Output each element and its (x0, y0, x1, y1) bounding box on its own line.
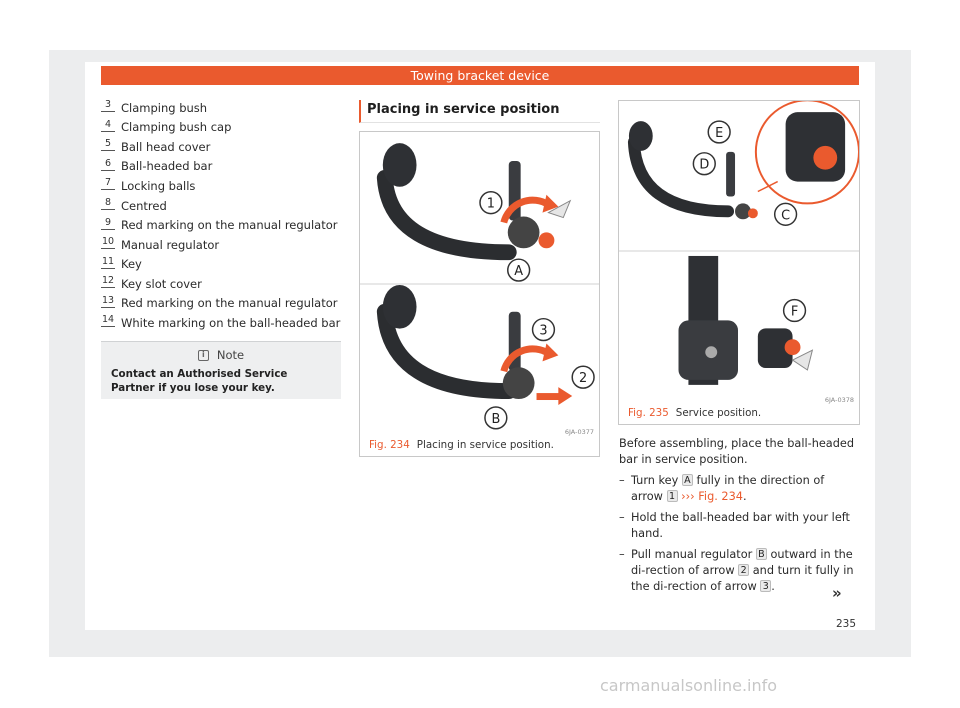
fig234-label-2: 2 (579, 371, 587, 386)
figure-number: Fig. 234 (369, 439, 410, 451)
legend-number: 5 (101, 138, 115, 152)
arrow-label: 1 (666, 489, 678, 502)
fig235-label-D: D (699, 158, 709, 173)
legend-number: 8 (101, 197, 115, 210)
legend-number: 11 (101, 255, 115, 269)
step-text: Pull manual regulator (631, 548, 756, 562)
legend-list: 3 Clamping bush 4 Clamping bush cap 5 Ball … (101, 98, 343, 333)
note-text: Contact an Authorised Service Partner if… (111, 368, 288, 394)
list-item: 9 Red marking on the manual regulator (101, 215, 343, 235)
figure-caption: Fig. 234 Placing in service position. (369, 439, 554, 451)
list-item: 11 Key (101, 254, 343, 274)
step-text: Turn key (631, 474, 682, 488)
step-text: Hold the ball-headed bar with your left … (631, 511, 850, 540)
legend-text: Clamping bush cap (121, 120, 232, 135)
figure-caption: Fig. 235 Service position. (628, 407, 761, 419)
list-item: Pull manual regulator B outward in the d… (619, 547, 859, 594)
legend-number: 10 (101, 236, 115, 250)
note-box: i Note Contact an Authorised Service Par… (101, 341, 341, 399)
legend-text: Centred (121, 198, 167, 213)
list-item: 3 Clamping bush (101, 98, 343, 118)
arrow-label: 3 (760, 579, 772, 592)
continue-marker: » (832, 584, 842, 602)
list-item: 12 Key slot cover (101, 274, 343, 294)
note-title: Note (216, 348, 245, 362)
legend-number: 4 (101, 119, 115, 132)
figure-code: 6JA-0378 (824, 396, 854, 404)
legend-text: Key (121, 257, 142, 272)
legend-number: 14 (101, 314, 115, 328)
watermark: carmanualsonline.info (600, 676, 778, 695)
legend-text: Red marking on the manual regulator (121, 218, 338, 233)
fig235-label-E: E (715, 126, 723, 141)
figure-number: Fig. 235 (628, 407, 669, 419)
figure-reference-link[interactable]: ››› Fig. 234 (681, 489, 743, 503)
list-item: Hold the ball-headed bar with your left … (619, 510, 859, 541)
figure-caption-text: Service position. (675, 407, 762, 419)
legend-text: White marking on the ball-headed bar (121, 315, 341, 330)
arrow-label: 2 (738, 564, 750, 577)
list-item: 4 Clamping bush cap (101, 118, 343, 138)
legend-text: Key slot cover (121, 276, 202, 291)
step-text: fully in the direction of arrow (631, 474, 825, 503)
list-item: 10 Manual regulator (101, 235, 343, 255)
legend-text: Ball-headed bar (121, 159, 213, 174)
fig235-label-F: F (791, 304, 798, 319)
section-title: Placing in service position (359, 100, 600, 123)
step-text: . (771, 579, 775, 593)
figure-235-illustration: E D C F (619, 101, 859, 401)
fig235-label-C: C (781, 208, 790, 223)
step-text: and turn it fully in the di-rection of a… (631, 564, 854, 593)
figure-234: 1 A 3 2 B 6JA-0377 Fig. 234 Placing in se… (359, 131, 600, 457)
figure-235: E D C F 6JA-0378 Fig. 235 Service positio… (618, 100, 860, 425)
legend-number: 9 (101, 217, 115, 230)
page-header: Towing bracket device (101, 66, 859, 85)
steps-list: Turn key A fully in the direction of arr… (619, 473, 859, 594)
list-item: 7 Locking balls (101, 176, 343, 196)
key-label: A (681, 474, 693, 487)
list-item: 14 White marking on the ball-headed bar (101, 313, 343, 333)
fig234-label-B: B (491, 412, 500, 427)
figure-234-illustration: 1 A 3 2 B (360, 132, 599, 432)
figure-code: 6JA-0377 (564, 428, 594, 436)
fig234-label-3: 3 (539, 324, 547, 339)
legend-text: Locking balls (121, 178, 196, 193)
legend-number: 13 (101, 294, 115, 308)
list-item: 6 Ball-headed bar (101, 157, 343, 177)
intro-paragraph: Before assembling, place the ball-headed… (619, 437, 855, 466)
legend-text: Manual regulator (121, 237, 220, 252)
list-item: Turn key A fully in the direction of arr… (619, 473, 859, 504)
instructions: Before assembling, place the ball-headed… (619, 436, 859, 600)
fig234-label-1: 1 (487, 197, 495, 212)
legend-text: Ball head cover (121, 139, 211, 154)
fig234-label-A: A (514, 264, 523, 279)
legend-text: Clamping bush (121, 100, 208, 115)
step-text: outward in the di-rection of arrow (631, 548, 853, 578)
list-item: 13 Red marking on the manual regulator (101, 293, 343, 313)
legend-text: Red marking on the manual regulator (121, 296, 338, 311)
legend-number: 6 (101, 158, 115, 171)
list-item: 8 Centred (101, 196, 343, 216)
page-number: 235 (836, 618, 857, 630)
figure-caption-text: Placing in service position. (416, 439, 554, 451)
step-text: . (742, 489, 747, 503)
note-heading: i Note (111, 348, 331, 362)
info-icon: i (197, 349, 209, 361)
list-item: 5 Ball head cover (101, 137, 343, 157)
legend-number: 3 (101, 99, 115, 113)
legend-number: 12 (101, 275, 115, 289)
regulator-label: B (755, 548, 767, 561)
legend-number: 7 (101, 177, 115, 191)
